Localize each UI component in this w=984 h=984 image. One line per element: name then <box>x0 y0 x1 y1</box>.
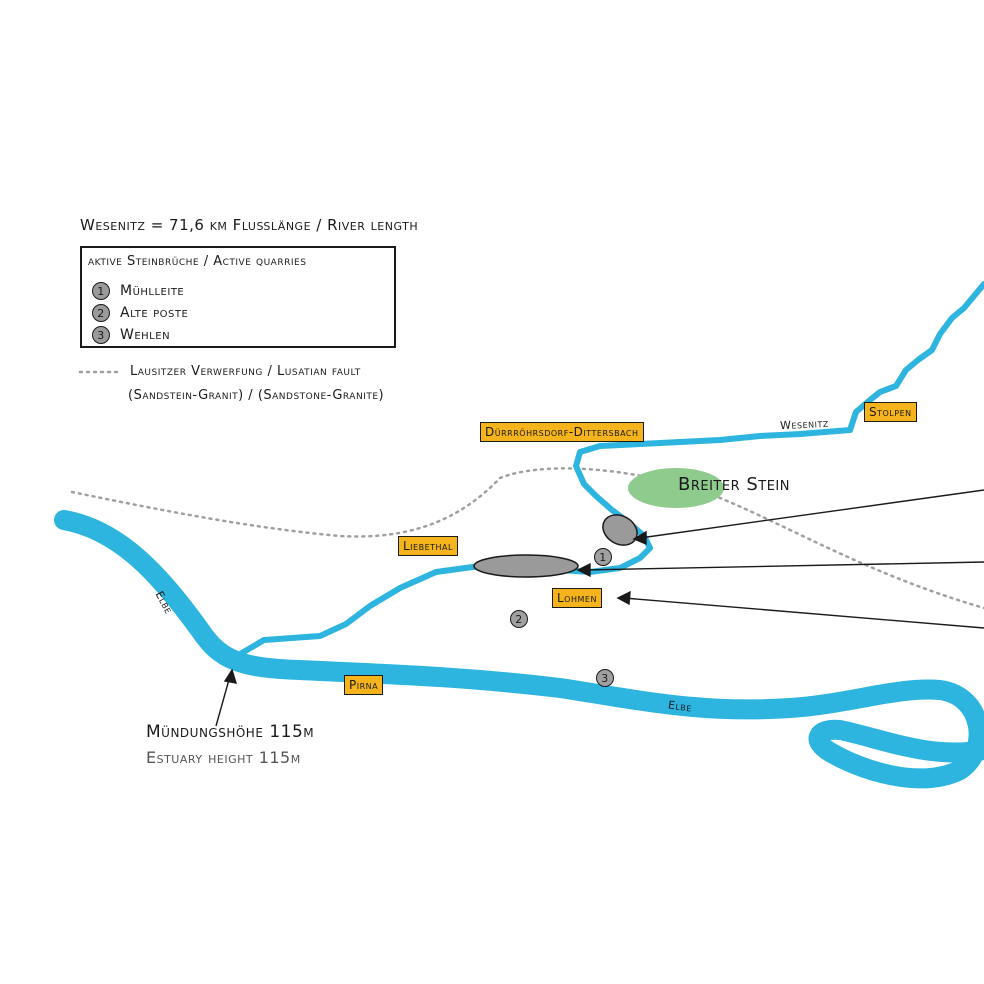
place-label-duerrroehrsdorf: Dürrröhrsdorf-Dittersbach <box>480 422 644 442</box>
river-length-text: Wesenitz = 71,6 km Flußlänge / River len… <box>80 216 419 234</box>
legend-item-label: Alte poste <box>120 305 189 321</box>
breiter-stein-area <box>628 468 724 508</box>
place-label-pirna: Pirna <box>344 675 384 695</box>
quarry-number-icon: 3 <box>92 326 110 344</box>
pointer-arrows <box>215 489 984 727</box>
fault-legend-line1: Lausitzer Verwerfung / Lusatian fault <box>130 364 361 379</box>
place-label-stolpen: Stolpen <box>864 402 917 422</box>
wesenitz-river-label: Wesenitz <box>779 416 830 433</box>
place-label-liebethal: Liebethal <box>398 536 458 556</box>
legend-item-label: Mühlleite <box>120 283 185 299</box>
legend-item-label: Wehlen <box>120 327 171 343</box>
breiter-stein-label: Breiter Stein <box>678 474 790 495</box>
quarry-area-east <box>602 514 638 546</box>
quarry-number-icon: 1 <box>92 282 110 300</box>
estuary-label-english: Estuary height 115m <box>146 748 301 767</box>
quarry-marker-1: 1 <box>594 548 612 566</box>
legend-item-2: 2 Alte poste <box>92 304 188 322</box>
quarry-marker-2: 2 <box>510 610 528 628</box>
fault-legend-line2: (Sandstein-Granit) / (Sandstone-Granite) <box>128 388 385 403</box>
estuary-label-german: Mündungshöhe 115m <box>146 722 315 742</box>
legend-item-3: 3 Wehlen <box>92 326 170 344</box>
wesenitz-river <box>227 281 984 663</box>
legend-item-1: 1 Mühlleite <box>92 282 184 300</box>
place-label-lohmen: Lohmen <box>552 588 602 608</box>
quarry-marker-3: 3 <box>596 669 614 687</box>
quarry-number-icon: 2 <box>92 304 110 322</box>
lusatian-fault-line <box>70 467 984 610</box>
legend-box: aktive Steinbrüche / Active quarries 1 M… <box>80 246 396 348</box>
legend-title: aktive Steinbrüche / Active quarries <box>88 254 307 269</box>
quarry-area-liebethal <box>473 554 579 578</box>
fault-legend-line <box>78 370 124 374</box>
